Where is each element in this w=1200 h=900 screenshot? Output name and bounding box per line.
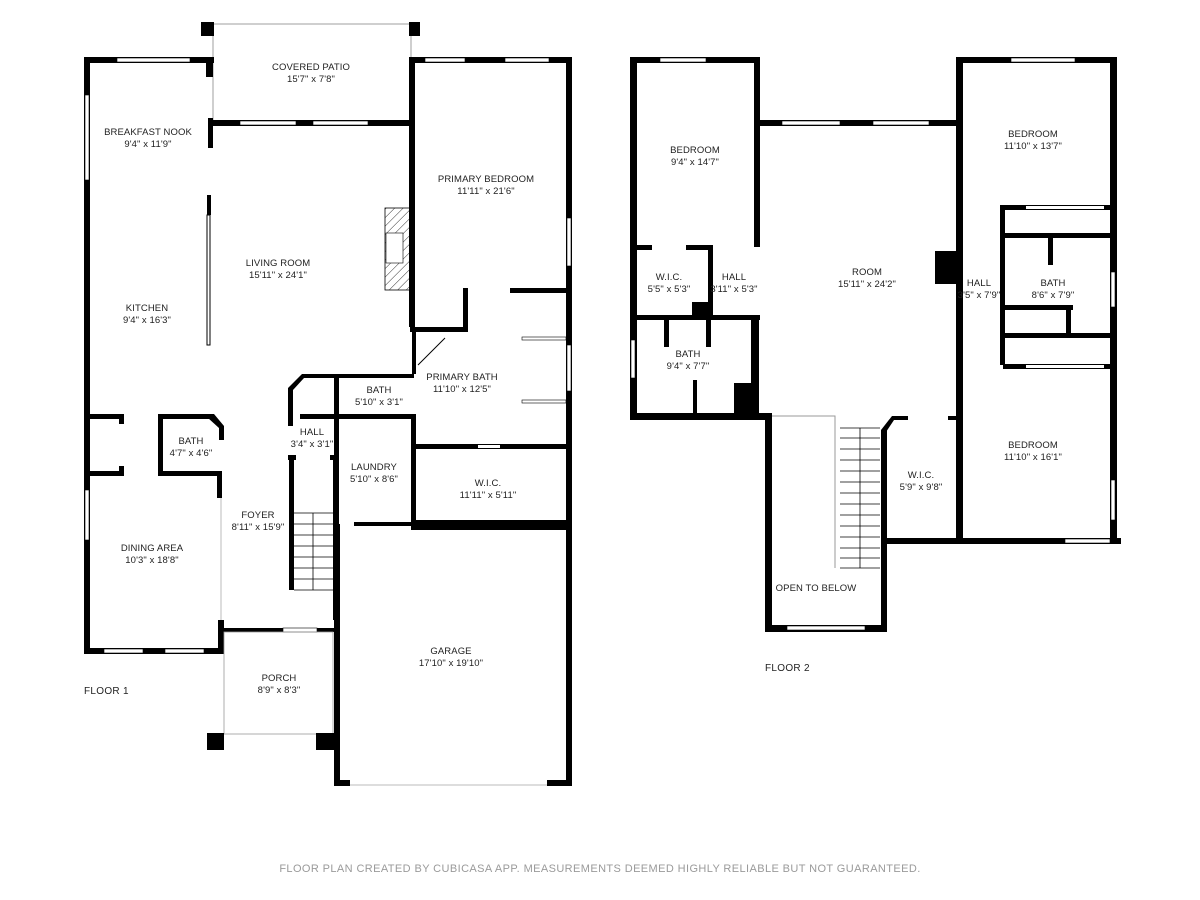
room-label-wic-left: W.I.C.5'5" x 5'3": [647, 272, 691, 295]
floor-1-label: FLOOR 1: [84, 686, 129, 697]
room-label-wic-right: W.I.C.5'9" x 9'8": [899, 470, 943, 493]
floor-1-plan: [84, 22, 572, 786]
floor-2-plan: [630, 57, 1121, 632]
floor-2-label: FLOOR 2: [765, 663, 810, 674]
room-label-wic: W.I.C.11'11" x 5'11": [459, 478, 517, 501]
room-label-open-to-below: OPEN TO BELOW: [775, 583, 857, 594]
disclaimer-footer: FLOOR PLAN CREATED BY CUBICASA APP. MEAS…: [279, 863, 921, 875]
